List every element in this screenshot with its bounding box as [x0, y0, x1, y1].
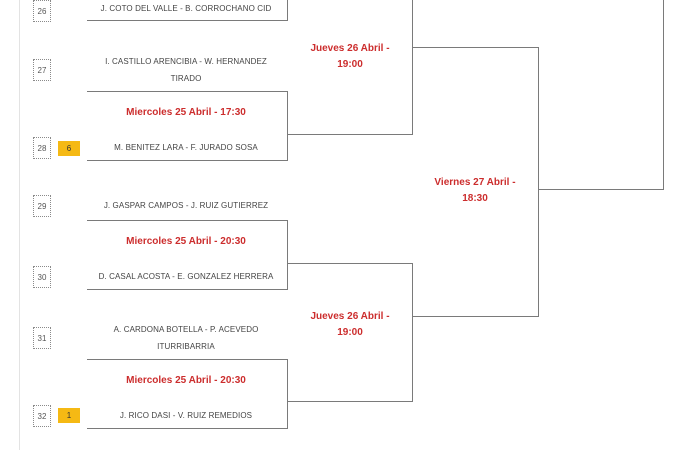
- bracket-line: [87, 91, 287, 92]
- seed-box-28: 28: [33, 137, 51, 159]
- bracket-line: [412, 263, 413, 402]
- bracket-line: [87, 20, 287, 21]
- seed-box-32: 32: [33, 405, 51, 427]
- bracket-line: [287, 401, 413, 402]
- seed-box-31: 31: [33, 327, 51, 349]
- player-line-27a: I. CASTILLO ARENCIBIA - W. HERNANDEZ: [105, 57, 267, 66]
- player-line-29: J. GASPAR CAMPOS - J. RUIZ GUTIERREZ: [103, 201, 269, 210]
- player-line-28: M. BENITEZ LARA - F. JURADO SOSA: [114, 143, 258, 152]
- bracket-line: [412, 47, 539, 48]
- player-line-31b: ITURRIBARRIA: [157, 342, 215, 351]
- seed-badge: 1: [58, 408, 80, 423]
- match-date-line: Viernes 27 Abril -: [434, 177, 516, 188]
- seed-box-26: 26: [33, 0, 51, 22]
- seed-number: 32: [37, 411, 47, 421]
- bracket-line: [87, 160, 287, 161]
- player-line-26: J. COTO DEL VALLE - B. CORROCHANO CID: [100, 4, 272, 13]
- match-date-line: Jueves 26 Abril -: [310, 43, 390, 54]
- seed-number: 30: [37, 272, 47, 282]
- player-line-32: J. RICO DASI - V. RUIZ REMEDIOS: [119, 411, 253, 420]
- bracket-line: [287, 134, 413, 135]
- seed-box-30: 30: [33, 266, 51, 288]
- bracket-line: [663, 0, 664, 190]
- seed-number: 26: [37, 6, 47, 16]
- bracket-line: [87, 359, 287, 360]
- match-date-31-32: Miercoles 25 Abril - 20:30: [126, 375, 246, 386]
- bracket-left-border: [19, 0, 20, 450]
- bracket-line: [412, 316, 539, 317]
- player-line-27b: TIRADO: [170, 74, 202, 83]
- bracket-line: [412, 0, 413, 135]
- bracket-line: [287, 91, 288, 161]
- match-date-round3: Viernes 27 Abril - 18:30: [414, 175, 536, 207]
- seed-number: 27: [37, 65, 47, 75]
- player-line-30: D. CASAL ACOSTA - E. GONZALEZ HERRERA: [98, 272, 274, 281]
- match-date-round2-top: Jueves 26 Abril - 19:00: [290, 41, 410, 73]
- match-date-line: 18:30: [462, 193, 488, 204]
- bracket-line: [287, 263, 413, 264]
- bracket-line: [287, 0, 288, 21]
- match-date-29-30: Miercoles 25 Abril - 20:30: [126, 236, 246, 247]
- bracket-line: [538, 47, 539, 317]
- bracket-line: [538, 189, 664, 190]
- bracket-line: [87, 289, 287, 290]
- match-date-27-28: Miercoles 25 Abril - 17:30: [126, 107, 246, 118]
- match-date-round2-bottom: Jueves 26 Abril - 19:00: [290, 309, 410, 341]
- bracket-line: [287, 220, 288, 290]
- seed-badge: 6: [58, 141, 80, 156]
- seed-box-27: 27: [33, 59, 51, 81]
- bracket-line: [87, 220, 287, 221]
- seed-number: 31: [37, 333, 47, 343]
- player-line-31a: A. CARDONA BOTELLA - P. ACEVEDO: [113, 325, 259, 334]
- bracket-line: [287, 359, 288, 429]
- bracket-line: [87, 428, 287, 429]
- seed-number: 28: [37, 143, 47, 153]
- seed-number: 29: [37, 201, 47, 211]
- match-date-line: 19:00: [337, 59, 363, 70]
- match-date-line: 19:00: [337, 327, 363, 338]
- match-date-line: Jueves 26 Abril -: [310, 311, 390, 322]
- seed-box-29: 29: [33, 195, 51, 217]
